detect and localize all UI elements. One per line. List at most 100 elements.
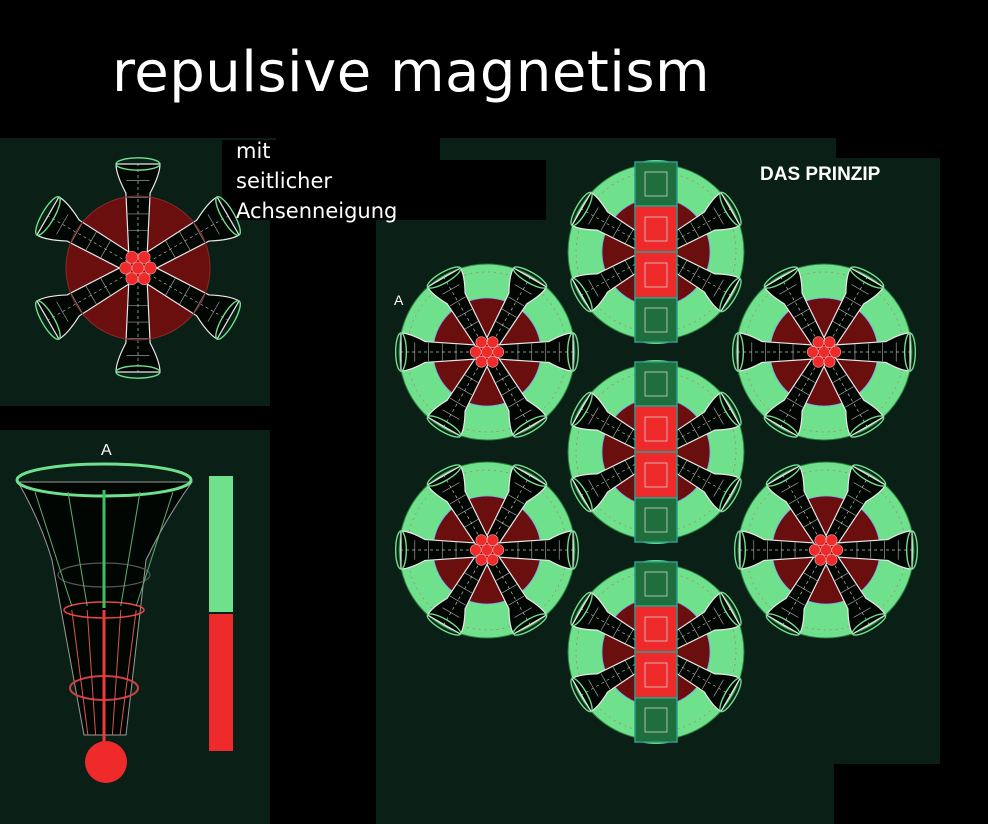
vertical-black-strip — [270, 220, 376, 762]
column-cell-red — [634, 605, 678, 653]
center-magnet — [137, 251, 151, 264]
center-magnet — [486, 553, 499, 566]
column-cell-red — [634, 451, 678, 499]
funnel-rib — [56, 214, 69, 235]
center-magnet — [469, 346, 482, 358]
field-line-side-red — [71, 609, 89, 736]
funnel-axis — [831, 560, 870, 625]
center-magnet — [137, 272, 151, 285]
funnel-axis — [443, 475, 482, 540]
red-dashed-ring — [575, 371, 737, 533]
funnel-axis — [829, 277, 868, 342]
center-magnet — [812, 355, 825, 368]
center-magnet — [144, 261, 157, 275]
red-ball — [85, 741, 127, 783]
disk-arm — [485, 356, 548, 438]
disk-arms — [731, 266, 917, 438]
center-magnet — [814, 534, 827, 547]
funnel-rib — [701, 614, 712, 631]
funnel-rib — [600, 673, 611, 690]
disk-arm — [763, 266, 826, 348]
disk-arm — [570, 450, 652, 513]
disk-arm — [660, 391, 742, 454]
center-magnet — [831, 544, 844, 556]
funnel-rib — [449, 296, 466, 307]
subtitle-line-3: Achsenneigung — [236, 199, 398, 223]
center-magnet — [492, 346, 505, 358]
center-magnet — [825, 534, 838, 547]
column-cell-red — [634, 405, 678, 453]
funnel-rib — [845, 397, 862, 408]
funnel-axis — [492, 277, 531, 342]
center-magnet — [486, 355, 499, 368]
funnel-axis — [443, 362, 482, 427]
disk-arm — [485, 554, 548, 636]
center-magnet — [823, 355, 836, 368]
center-magnet — [119, 261, 133, 275]
center-magnet — [820, 544, 832, 556]
funnel-rib — [701, 473, 712, 490]
field-line-side-green — [34, 491, 73, 607]
funnel-axis — [831, 475, 870, 540]
center-magnet — [125, 272, 139, 285]
disk-arm — [765, 554, 828, 636]
column-inner-frame — [644, 662, 668, 688]
funnel-rib — [71, 293, 83, 313]
funnel-rib — [193, 293, 205, 313]
disk-arm — [426, 266, 489, 348]
disk-arm — [426, 356, 489, 438]
center-magnet — [486, 336, 499, 349]
funnel-axis — [829, 362, 868, 427]
funnel-diagram — [15, 462, 233, 783]
subtitle-backdrop-2 — [222, 160, 546, 220]
disk-arm — [570, 391, 652, 454]
star-arm — [35, 196, 135, 272]
funnel-axis — [443, 277, 482, 342]
center-magnet — [475, 534, 488, 547]
disk-arm — [485, 266, 548, 348]
center-magnet — [125, 251, 139, 264]
disk-lower-right — [733, 461, 919, 639]
column-cell-red — [634, 205, 678, 253]
disk-arms — [394, 266, 580, 438]
magnet-column — [634, 361, 678, 543]
disk-arm — [426, 464, 489, 546]
disk-arm — [496, 332, 580, 372]
column-inner-frame — [644, 307, 668, 333]
funnel-axis — [780, 277, 819, 342]
subtitle-line-1: mit — [236, 139, 271, 163]
funnel-rib — [508, 494, 525, 505]
field-line-side-red — [86, 609, 97, 736]
funnel-rib — [701, 273, 712, 290]
disk-arm — [765, 464, 828, 546]
column-inner-frame — [644, 462, 668, 488]
funnel-rib — [786, 397, 803, 408]
funnel-rib — [600, 614, 611, 631]
funnel-rib — [449, 397, 466, 408]
center-magnet — [486, 534, 499, 547]
red-dashed-ring — [575, 571, 737, 733]
funnel-axis — [780, 362, 819, 427]
star-arm — [35, 264, 135, 340]
column-inner-frame — [644, 616, 668, 642]
magnet-column — [634, 161, 678, 343]
field-line-side-green — [135, 491, 174, 607]
center-magnet — [131, 261, 145, 275]
column-inner-frame — [644, 371, 668, 397]
funnel-rib — [788, 494, 805, 505]
legend-bar-red — [209, 614, 233, 751]
center-magnet — [481, 544, 493, 556]
disk-arm — [824, 464, 887, 546]
disk-arm — [570, 650, 652, 713]
funnel-body — [17, 481, 193, 736]
funnel-rib — [847, 595, 864, 606]
funnel-rib — [207, 301, 220, 322]
magnet-column — [634, 561, 678, 743]
funnel-rib — [600, 214, 611, 231]
funnel-rib — [600, 414, 611, 431]
disk-arm — [731, 332, 815, 372]
label-a-top: A — [394, 292, 404, 308]
funnel-rib — [508, 595, 525, 606]
star-arm — [141, 196, 241, 272]
funnel-rib — [449, 494, 466, 505]
